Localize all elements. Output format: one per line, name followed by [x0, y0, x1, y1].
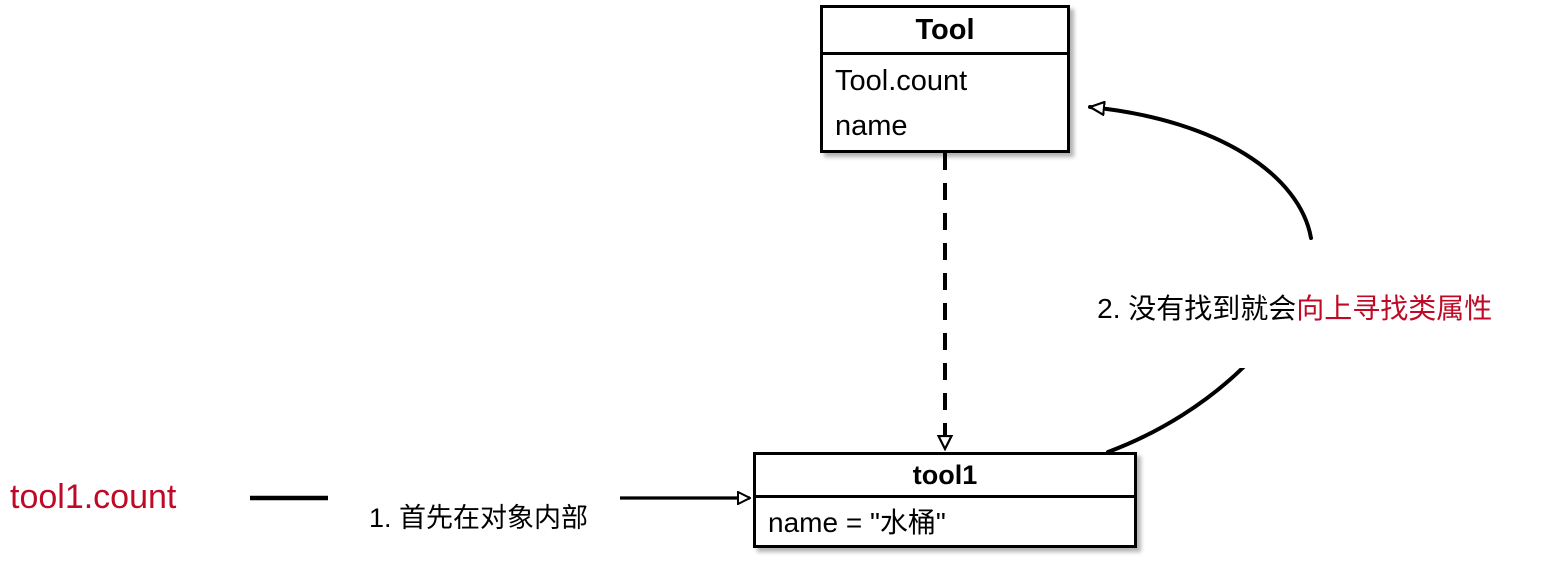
step-1-line-1: 1. 首先在对象内部	[369, 503, 589, 533]
uml-class-tool[interactable]: Tool Tool.count name	[820, 5, 1070, 153]
uml-attribute: name	[835, 110, 908, 142]
uml-object-tool1-attributes: name = "水桶"	[756, 498, 1134, 548]
step-2-text-red: 向上寻找类属性	[1296, 293, 1493, 324]
uml-attribute: name = "水桶"	[768, 507, 946, 538]
step-1-label: 1. 首先在对象内部 查找对象属性	[339, 466, 588, 563]
edge-lookup-class-attribute-upper	[1090, 107, 1313, 240]
uml-class-tool-title: Tool	[823, 8, 1067, 55]
uml-object-tool1[interactable]: tool1 name = "水桶"	[753, 452, 1137, 548]
uml-class-tool-attributes: Tool.count name	[823, 55, 1067, 153]
step-2-label: 2. 没有找到就会向上寻找类属性	[1064, 250, 1495, 368]
uml-attribute: Tool.count	[835, 65, 968, 97]
uml-object-tool1-title: tool1	[756, 455, 1134, 498]
step-2-text-black: 2. 没有找到就会	[1097, 293, 1297, 324]
expression-label: tool1.count	[10, 478, 177, 516]
